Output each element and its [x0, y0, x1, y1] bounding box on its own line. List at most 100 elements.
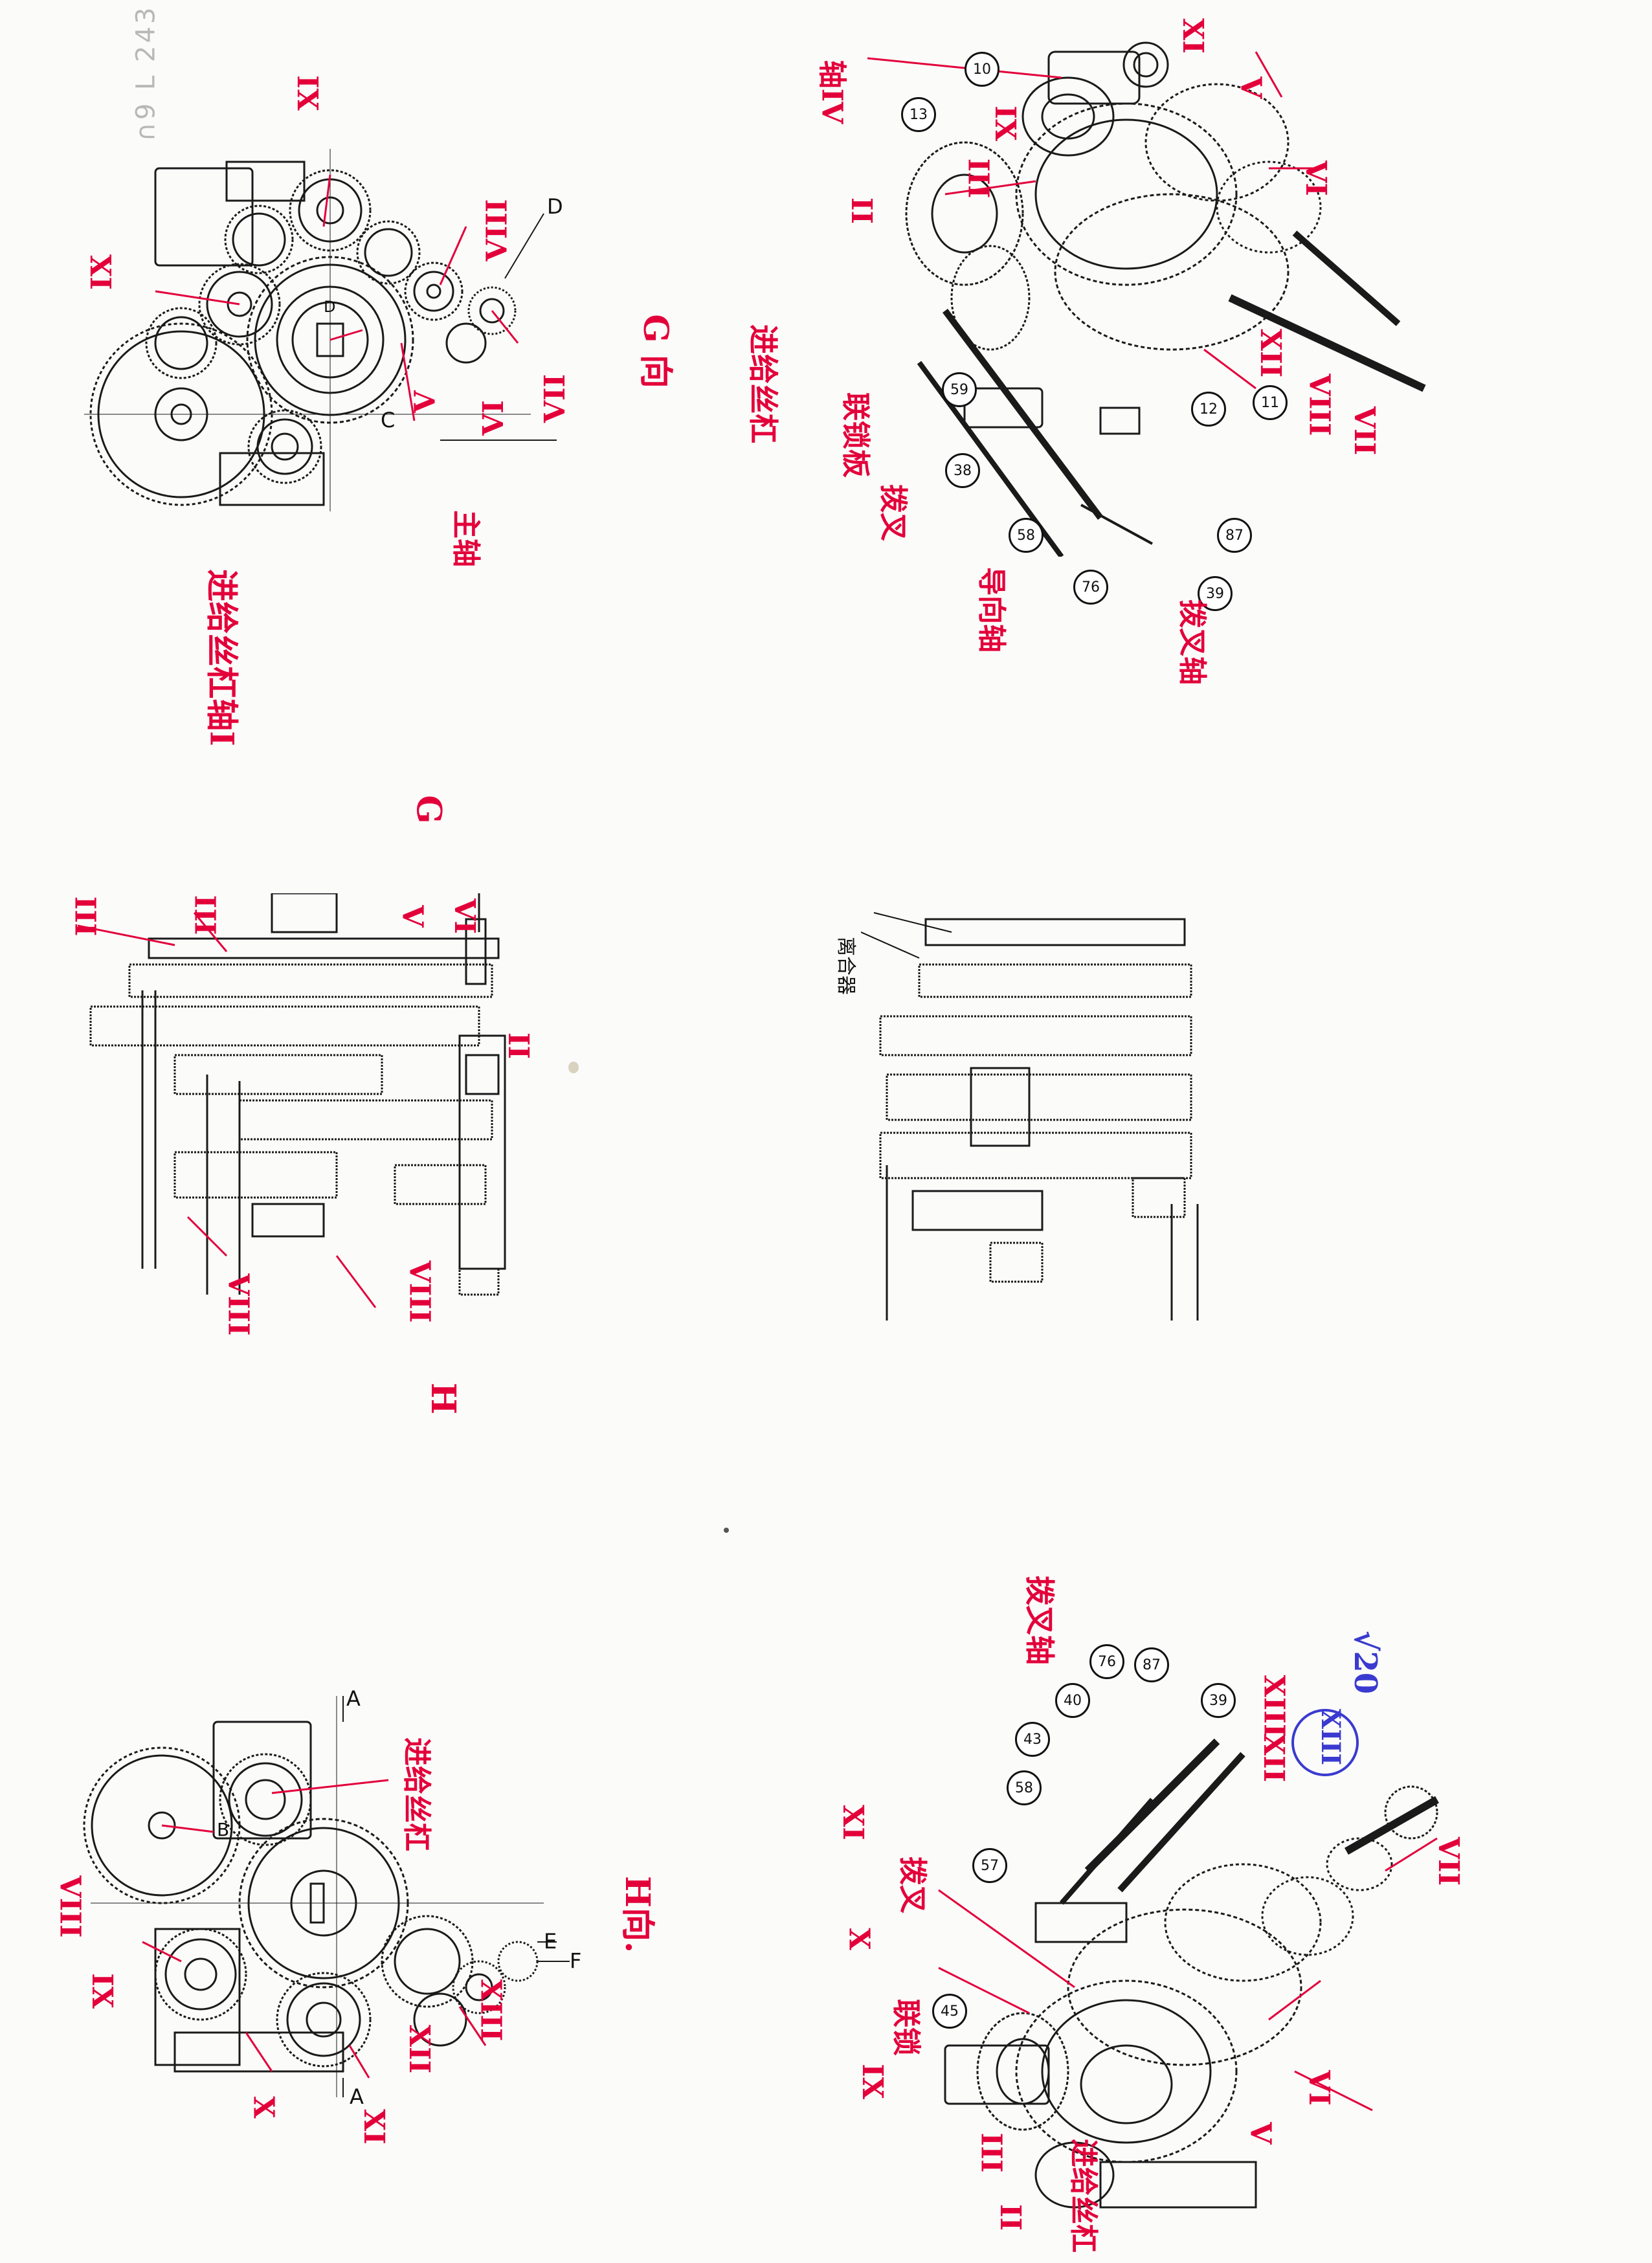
note-shift-fork-shaft-br: 拨叉轴 — [1022, 1576, 1057, 1665]
label-ix-bl: IX — [85, 1973, 118, 2009]
note-fork-br: 拨叉 — [896, 1856, 929, 1913]
label-viii-b-ml: VIII — [403, 1260, 436, 1323]
label-x-br: X — [842, 1928, 876, 1950]
callout-39-br: 39 — [1201, 1683, 1236, 1718]
label-xi: XI — [292, 75, 326, 111]
label-v: V — [408, 390, 442, 413]
label-vii-br: VII — [1432, 1836, 1466, 1886]
note-feed-screw-bl: 进给丝杠 — [400, 1737, 433, 1851]
housing-plate-lower — [219, 452, 325, 506]
section-mark-d: D — [547, 194, 563, 219]
section-mark-f: F — [570, 1948, 582, 1973]
callout-76: 76 — [1073, 570, 1108, 605]
label-xi-bl: XI — [357, 2109, 390, 2145]
gear-row-1 — [128, 963, 493, 998]
circled-marker — [1291, 1709, 1359, 1776]
top-left-gear-end-view — [84, 149, 557, 511]
label-ix: IX — [85, 254, 118, 290]
note-feed-screw-shaft: 进给丝杠轴I — [203, 569, 241, 746]
middle-right-gear-stack — [861, 912, 1199, 1321]
mounting-bracket — [1047, 50, 1141, 105]
label-v-tr: V — [1234, 76, 1267, 99]
section-mark-a-bottom: A — [350, 2084, 364, 2109]
note-linkage-br: 联锁 — [889, 1999, 922, 2056]
gear-xi-bl — [276, 1972, 372, 2068]
label-viii: VIII — [480, 199, 514, 262]
label-circled-xiii: XIII — [1315, 1708, 1346, 1766]
label-vi: VI — [476, 400, 510, 436]
gear-b-mark: B — [217, 1819, 230, 1840]
label-ix-tr: IX — [988, 106, 1021, 141]
note-feed-screw-br: 进给丝杠 — [1067, 2139, 1100, 2253]
callout-43-br: 43 — [1015, 1722, 1050, 1757]
bottom-right-gearbox-isometric — [938, 1738, 1439, 2209]
note-spindle: 主轴 — [449, 510, 482, 567]
label-xii-tr: XII — [1254, 328, 1288, 378]
bottom-left-gear-end-view — [83, 1696, 570, 2097]
housing-plate-top — [225, 161, 306, 202]
clutch-cage — [970, 1067, 1031, 1147]
callout-38: 38 — [945, 453, 980, 488]
note-guide-shaft: 导向轴 — [975, 567, 1008, 652]
gear-d-circle-mark: D — [324, 298, 336, 316]
label-xi-br: XI — [836, 1805, 869, 1840]
gear-xi — [289, 169, 372, 252]
note-linkage-rod: 联锁板 — [839, 392, 872, 478]
label-v-br: V — [1244, 2122, 1277, 2145]
section-mark-a-top: A — [346, 1686, 361, 1711]
label-iii-side-ml: III — [188, 895, 221, 935]
label-ix-br: IX — [855, 2064, 889, 2099]
callout-87-br: 87 — [1134, 1647, 1169, 1682]
label-xi-tr: XI — [1176, 18, 1209, 54]
scan-dot — [724, 1528, 729, 1533]
g-view-label: G 向 — [635, 314, 675, 388]
callout-76-br: 76 — [1089, 1644, 1124, 1679]
housing-plate-upper — [154, 167, 254, 267]
label-ii-br: II — [994, 2203, 1027, 2231]
label-vii: VII — [539, 373, 572, 423]
top-right-gearbox-isometric — [867, 41, 1426, 557]
gear-row-3 — [173, 1054, 383, 1095]
note-feed-screw-tr: 进给丝杠 — [746, 324, 781, 443]
label-iii-ml: III — [68, 896, 102, 937]
callout-57-br: 57 — [972, 1848, 1007, 1883]
gear-row-4 — [238, 1099, 493, 1141]
callout-11: 11 — [1253, 385, 1288, 420]
section-mark-c: C — [381, 408, 396, 432]
h-view-arrow: H — [423, 1382, 463, 1415]
scan-mark: ∩9 L 243 — [131, 5, 161, 142]
callout-10: 10 — [965, 52, 999, 87]
callout-12: 12 — [1191, 392, 1226, 427]
gear-row-5 — [173, 1151, 338, 1199]
label-vi-br: VI — [1302, 2070, 1335, 2106]
callout-87: 87 — [1217, 518, 1252, 553]
callout-40-br: 40 — [1055, 1683, 1090, 1718]
label-x-bl: X — [247, 2096, 280, 2119]
label-xiii-br: XIII — [1257, 1675, 1291, 1737]
callout-58: 58 — [1009, 518, 1044, 553]
callout-59: 59 — [942, 372, 977, 407]
callout-45-br: 45 — [932, 1994, 967, 2029]
label-xiii-bl: XIII — [474, 1979, 508, 2042]
label-iii-br: III — [974, 2132, 1008, 2173]
note-shift-fork-shaft-tr: 拨叉轴 — [1176, 599, 1209, 685]
label-xii-br: XII — [1257, 1733, 1291, 1783]
g-view-arrow: G — [408, 795, 449, 824]
label-vi-ml: VI — [447, 898, 481, 934]
label-vi-tr: VI — [1299, 161, 1332, 196]
gear-ix — [198, 263, 281, 346]
middle-left-gear-stack — [78, 893, 506, 1308]
section-mark-e: E — [544, 1929, 557, 1954]
label-vii-tr: VII — [1348, 406, 1381, 456]
label-iii-tr: III — [961, 158, 995, 199]
note-clutch: 离合器 — [834, 937, 857, 995]
callout-13: 13 — [901, 97, 936, 132]
label-viii-ml: VIII — [221, 1273, 255, 1336]
label-ii-ml: II — [502, 1032, 535, 1060]
note-fork-tr: 拨叉 — [876, 484, 910, 541]
scan-spot — [568, 1062, 579, 1073]
label-ii-tr: II — [845, 197, 878, 225]
callout-39: 39 — [1198, 576, 1233, 611]
gear-ix-bl — [154, 1928, 247, 2021]
